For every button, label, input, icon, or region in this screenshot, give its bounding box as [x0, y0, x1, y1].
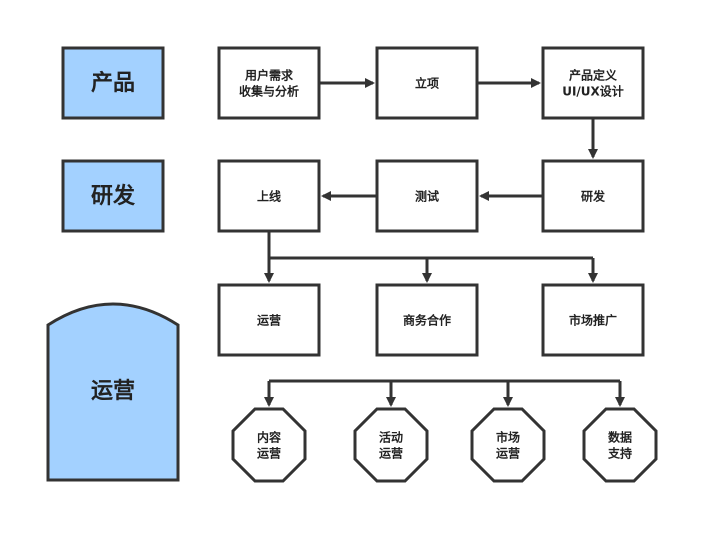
node-product-def-line2: UI/UX设计: [562, 84, 624, 99]
node-business-coop: 商务合作: [375, 283, 479, 357]
node-business-coop-label: 商务合作: [403, 313, 451, 328]
connectors: [264, 78, 625, 407]
node-launch: 上线: [217, 159, 321, 233]
node-project-setup: 立项: [375, 46, 479, 120]
node-testing: 测试: [375, 159, 479, 233]
node-activity-ops-line2: 运营: [379, 446, 403, 461]
node-activity-ops: 活动 运营: [353, 407, 429, 483]
node-marketing: 市场推广: [541, 283, 645, 357]
node-content-ops: 内容 运营: [231, 407, 307, 483]
node-development: 研发: [541, 159, 645, 233]
node-user-needs-line2: 收集与分析: [239, 84, 299, 99]
node-testing-label: 测试: [415, 189, 439, 204]
node-user-needs: 用户需求 收集与分析: [217, 46, 321, 120]
node-data-support-line2: 支持: [607, 446, 632, 461]
node-content-ops-line2: 运营: [257, 446, 281, 461]
node-activity-ops-line1: 活动: [379, 430, 403, 445]
dept-rnd-label: 研发: [91, 183, 136, 209]
node-data-support-line1: 数据: [608, 430, 632, 445]
node-market-ops-line1: 市场: [496, 430, 520, 445]
dept-operations-label: 运营: [91, 379, 135, 404]
branch-line-launch: [267, 231, 593, 260]
node-market-ops: 市场 运营: [470, 407, 546, 483]
node-data-support: 数据 支持: [582, 407, 658, 483]
node-content-ops-line1: 内容: [257, 430, 281, 445]
node-product-def-line1: 产品定义: [569, 68, 618, 83]
node-market-ops-line2: 运营: [496, 446, 520, 461]
dept-rnd: 研发: [61, 159, 165, 233]
dept-product: 产品: [61, 46, 165, 120]
node-development-label: 研发: [581, 189, 606, 204]
node-project-setup-label: 立项: [415, 76, 439, 91]
node-marketing-label: 市场推广: [569, 313, 617, 328]
dept-operations: 运营: [46, 302, 180, 482]
node-operations: 运营: [217, 283, 321, 357]
node-user-needs-line1: 用户需求: [244, 68, 294, 83]
node-launch-label: 上线: [257, 189, 281, 204]
node-product-def: 产品定义 UI/UX设计: [541, 46, 645, 120]
dept-product-label: 产品: [91, 71, 135, 96]
node-operations-label: 运营: [257, 313, 281, 328]
